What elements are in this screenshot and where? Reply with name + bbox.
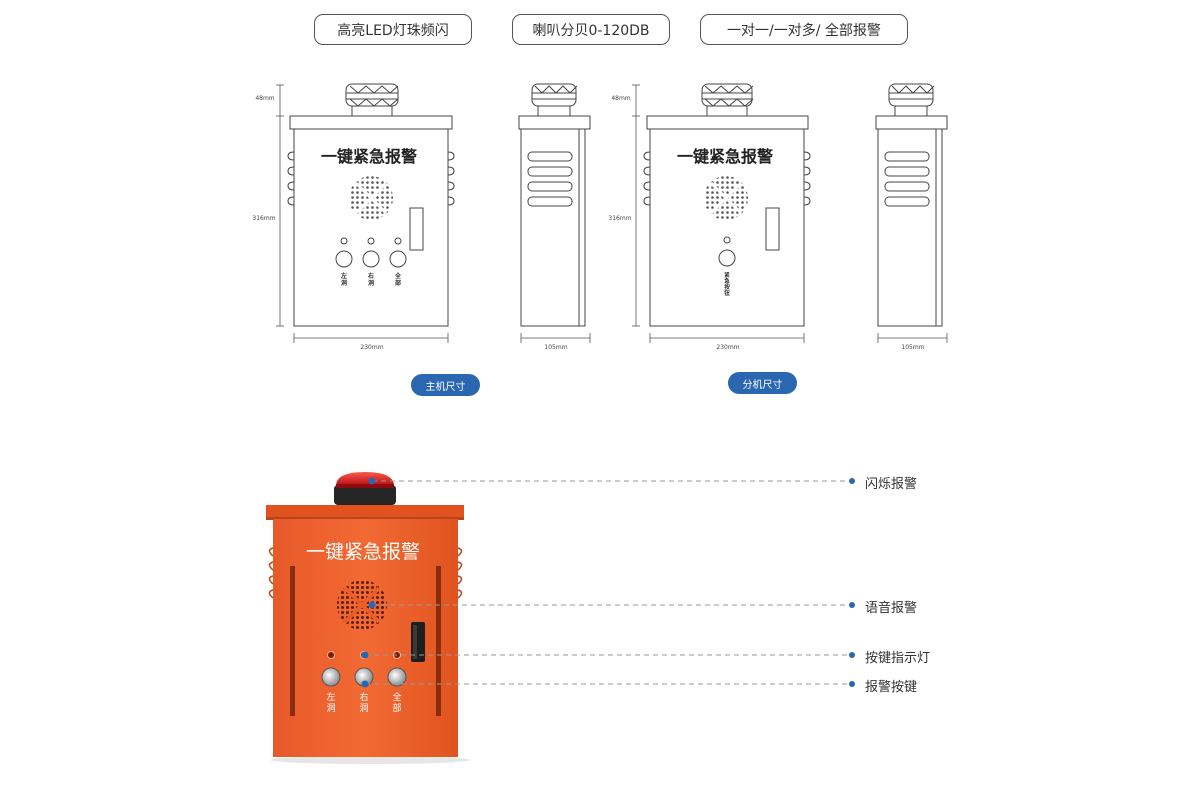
device-photo [266,472,470,764]
photo-btn1-label-b: 洞 [326,703,335,714]
sub-width-side-label: 105mm [901,344,924,351]
callout-lines [365,480,848,685]
callout-markers [361,477,855,688]
host-width-side-label: 105mm [544,344,567,351]
sub-btn-label-4: 钮 [723,289,730,297]
sub-side-view [875,83,948,343]
host-height-dimension [276,84,284,327]
photo-btn3-label-a: 全 [392,691,401,703]
callout-indicator-light: 按键指示灯 [865,651,931,666]
host-panel-title: 一键紧急报警 [321,147,417,166]
sub-front-view [632,83,811,343]
host-width-front-label: 230mm [360,344,383,351]
sub-height-top-label: 48mm [611,95,630,102]
host-height-top-label: 48mm [255,95,274,102]
feature-pill-speaker: 喇叭分贝0-120DB [512,14,670,45]
feature-pill-led: 高亮LED灯珠频闪 [314,14,472,45]
host-width-dimension [293,333,449,343]
host-size-badge: 主机尺寸 [411,374,480,396]
host-btn2-label-b: 洞 [368,279,374,287]
host-lamp-drawing [345,83,399,117]
callout-alarm-button: 报警按键 [865,680,918,695]
photo-btn2-label-b: 洞 [359,703,368,714]
sub-panel-title: 一键紧急报警 [677,147,773,166]
sub-height-body-label: 316mm [608,215,631,222]
host-side-view [518,83,591,343]
host-btn2-label-a: 右 [367,272,374,280]
sub-btn-label-1: 紧 [724,271,730,279]
red-lamp [334,472,396,505]
sub-size-badge: 分机尺寸 [728,372,797,394]
host-btn1-label-a: 左 [340,272,347,280]
sub-btn-label-3: 按 [724,283,730,291]
feature-pill-alarm-mode: 一对一/一对多/ 全部报警 [700,14,908,45]
photo-btn2-label-a: 右 [359,691,368,703]
host-btn3-label-b: 部 [395,279,401,287]
host-front-view [276,83,455,343]
host-btn1-label-b: 洞 [341,279,347,287]
photo-title: 一键紧急报警 [306,541,420,563]
sub-width-front-label: 230mm [716,344,739,351]
photo-btn3-label-b: 部 [392,702,401,714]
sub-btn-label-2: 急 [724,277,730,285]
host-height-body-label: 316mm [252,215,275,222]
photo-btn1-label-a: 左 [326,691,335,703]
callout-voice-alarm: 语音报警 [865,601,918,616]
callout-flash-alarm: 闪烁报警 [865,477,918,492]
host-btn3-label-a: 全 [394,272,402,280]
